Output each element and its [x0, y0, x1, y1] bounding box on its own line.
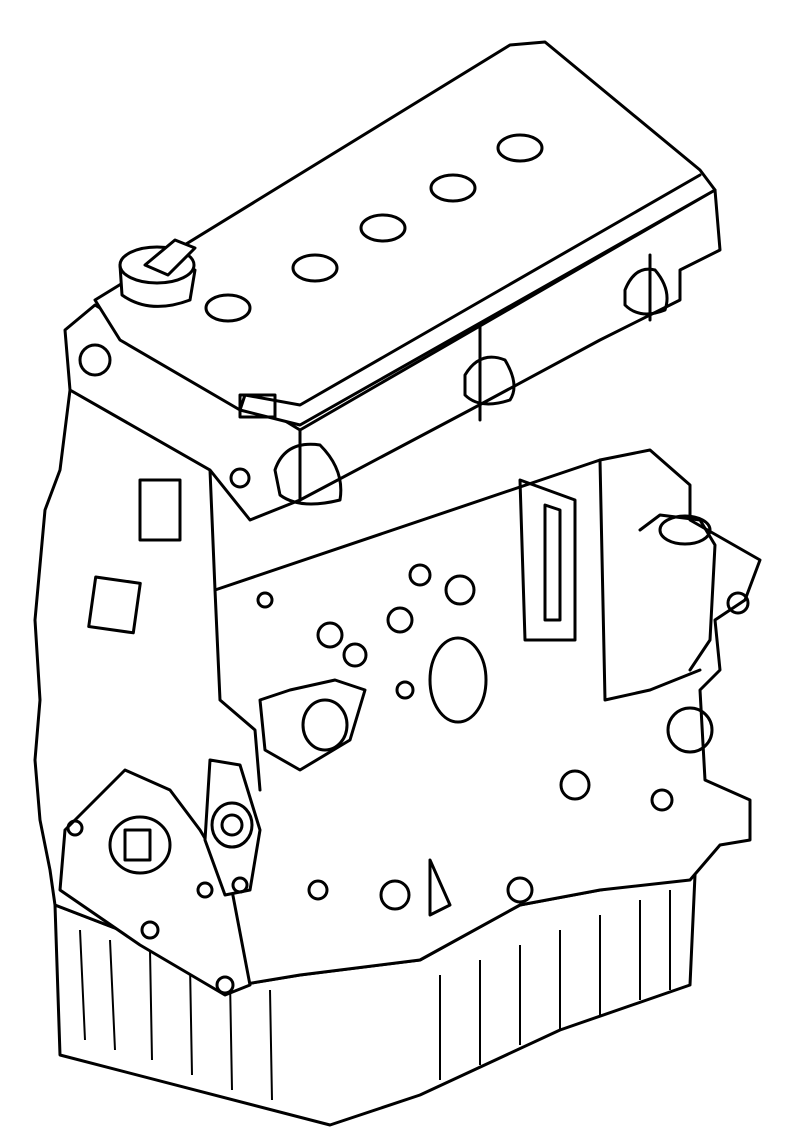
front-cover — [58, 758, 262, 997]
spark-plug-port — [496, 133, 544, 163]
oil-filler-cap — [118, 238, 197, 308]
freeze-plug — [428, 636, 488, 724]
spark-plug-port — [291, 253, 339, 283]
spark-plug-port — [359, 213, 407, 243]
bolts — [256, 563, 674, 917]
cylinder-head — [63, 188, 722, 522]
spark-plug-port — [204, 293, 252, 323]
spark-plug-port — [429, 173, 477, 203]
valve-cover — [93, 40, 717, 427]
